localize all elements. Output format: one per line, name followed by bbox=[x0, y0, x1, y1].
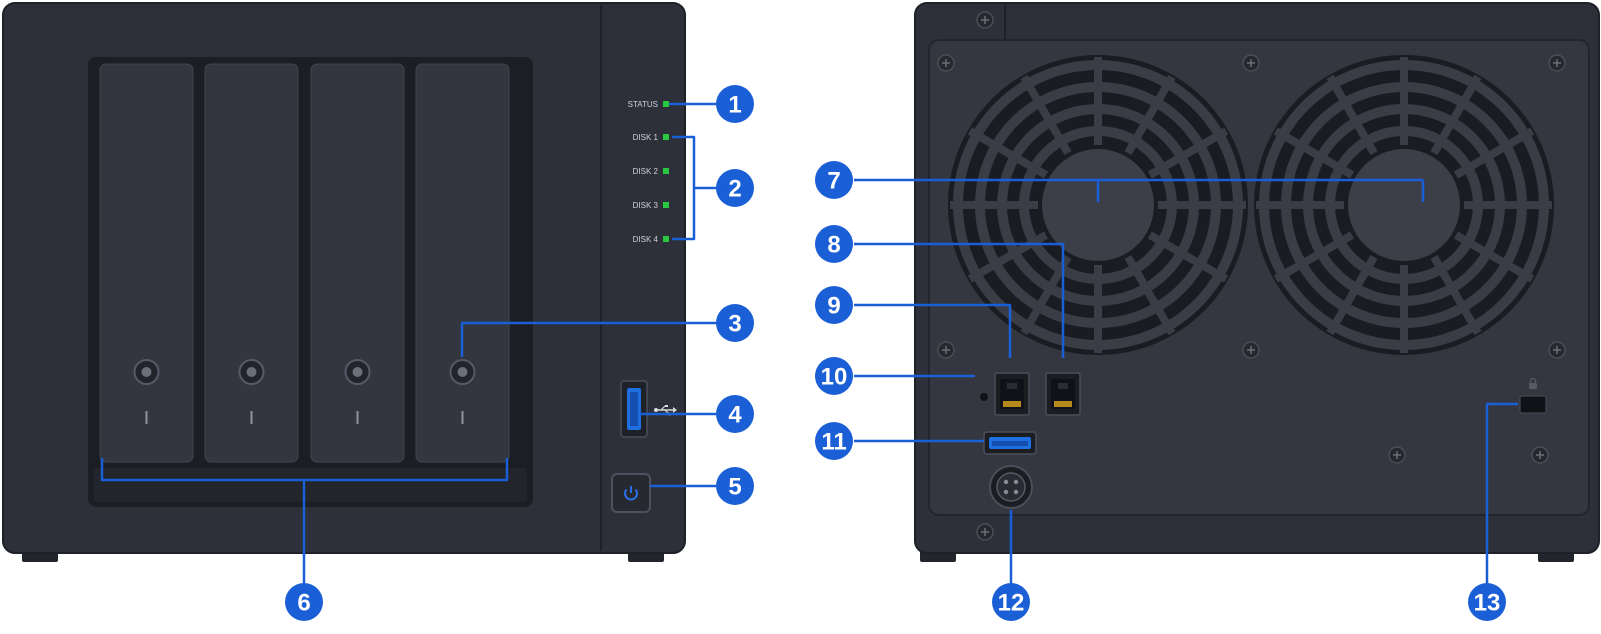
drive-bays bbox=[99, 63, 510, 463]
screw-1 bbox=[976, 11, 994, 29]
callout-13: 13 bbox=[1468, 583, 1506, 621]
callout-2: 2 bbox=[716, 169, 754, 207]
callout-8: 8 bbox=[815, 225, 853, 263]
lan-port-2[interactable] bbox=[1045, 372, 1081, 416]
led-label-3: DISK 2 bbox=[633, 167, 659, 176]
callout-number: 1 bbox=[728, 92, 741, 119]
power-icon bbox=[624, 486, 638, 501]
screw-3 bbox=[937, 54, 955, 72]
callout-number: 10 bbox=[821, 364, 848, 391]
led-label-5: DISK 4 bbox=[633, 235, 659, 244]
screw-5 bbox=[1548, 54, 1566, 72]
led-label-1: STATUS bbox=[628, 100, 658, 109]
lock-icon bbox=[1529, 377, 1537, 389]
drive-cage-bottom bbox=[94, 468, 527, 502]
rear-usb-port[interactable] bbox=[983, 431, 1037, 455]
callout-10: 10 bbox=[815, 357, 853, 395]
ethernet-port-icon bbox=[1054, 383, 1072, 407]
led-indicator-4 bbox=[663, 202, 669, 208]
led-indicator-2 bbox=[663, 134, 669, 140]
rear-view bbox=[914, 2, 1600, 562]
fan-icon bbox=[948, 55, 1248, 355]
callout-number: 7 bbox=[827, 168, 840, 195]
leader-line-7 bbox=[854, 178, 1425, 202]
leader-lines bbox=[100, 102, 1518, 586]
drive-bay-1[interactable] bbox=[99, 63, 194, 463]
callout-9: 9 bbox=[815, 286, 853, 324]
led-indicator-1 bbox=[663, 101, 669, 107]
leader-line-8 bbox=[854, 242, 1065, 358]
ethernet-port-icon bbox=[1003, 383, 1021, 407]
callout-number: 2 bbox=[728, 176, 741, 203]
callout-number: 6 bbox=[297, 590, 310, 617]
front-view: STATUS DISK 1 DISK 2 DISK 3 DISK 4 bbox=[2, 2, 686, 562]
cooling-fans bbox=[948, 55, 1554, 355]
callout-3: 3 bbox=[716, 304, 754, 342]
callout-number: 13 bbox=[1474, 590, 1501, 617]
callout-number: 5 bbox=[728, 474, 741, 501]
led-label-4: DISK 3 bbox=[633, 201, 659, 210]
callout-11: 11 bbox=[815, 422, 853, 460]
fan-icon bbox=[1254, 55, 1554, 355]
callout-4: 4 bbox=[716, 395, 754, 433]
screw-8 bbox=[1548, 341, 1566, 359]
dc-power-port-icon[interactable] bbox=[989, 465, 1033, 509]
drive-bay-4[interactable] bbox=[415, 63, 510, 463]
status-leds: STATUS DISK 1 DISK 2 DISK 3 DISK 4 bbox=[628, 100, 669, 244]
led-indicator-5 bbox=[663, 236, 669, 242]
screw-7 bbox=[1242, 341, 1260, 359]
led-indicator-3 bbox=[663, 168, 669, 174]
callout-5: 5 bbox=[716, 467, 754, 505]
front-usb-port[interactable] bbox=[620, 380, 648, 438]
drive-bay-3[interactable] bbox=[310, 63, 405, 463]
reset-button[interactable] bbox=[980, 393, 988, 401]
callout-number: 9 bbox=[827, 293, 840, 320]
screw-2 bbox=[976, 523, 994, 541]
leader-line-2 bbox=[672, 135, 718, 241]
callout-number: 4 bbox=[728, 402, 742, 429]
callout-6: 6 bbox=[285, 583, 323, 621]
chassis-screws bbox=[937, 11, 1566, 541]
callout-12: 12 bbox=[992, 583, 1030, 621]
leader-line-9 bbox=[854, 303, 1012, 358]
leader-line-6 bbox=[100, 458, 509, 586]
led-label-2: DISK 1 bbox=[633, 133, 659, 142]
lan-port-1[interactable] bbox=[994, 372, 1030, 416]
callout-number: 3 bbox=[728, 311, 741, 338]
leader-line-3 bbox=[460, 321, 718, 357]
callout-7: 7 bbox=[815, 161, 853, 199]
leader-line-13 bbox=[1485, 402, 1518, 586]
callout-1: 1 bbox=[716, 85, 754, 123]
screw-4 bbox=[1242, 54, 1260, 72]
screw-9 bbox=[1531, 446, 1549, 464]
callout-number: 11 bbox=[821, 429, 846, 456]
screw-10 bbox=[1388, 446, 1406, 464]
callout-number: 12 bbox=[998, 590, 1025, 617]
screw-6 bbox=[937, 341, 955, 359]
security-lock-slot[interactable] bbox=[1519, 395, 1547, 414]
callout-number: 8 bbox=[827, 232, 840, 259]
drive-bay-2[interactable] bbox=[204, 63, 299, 463]
